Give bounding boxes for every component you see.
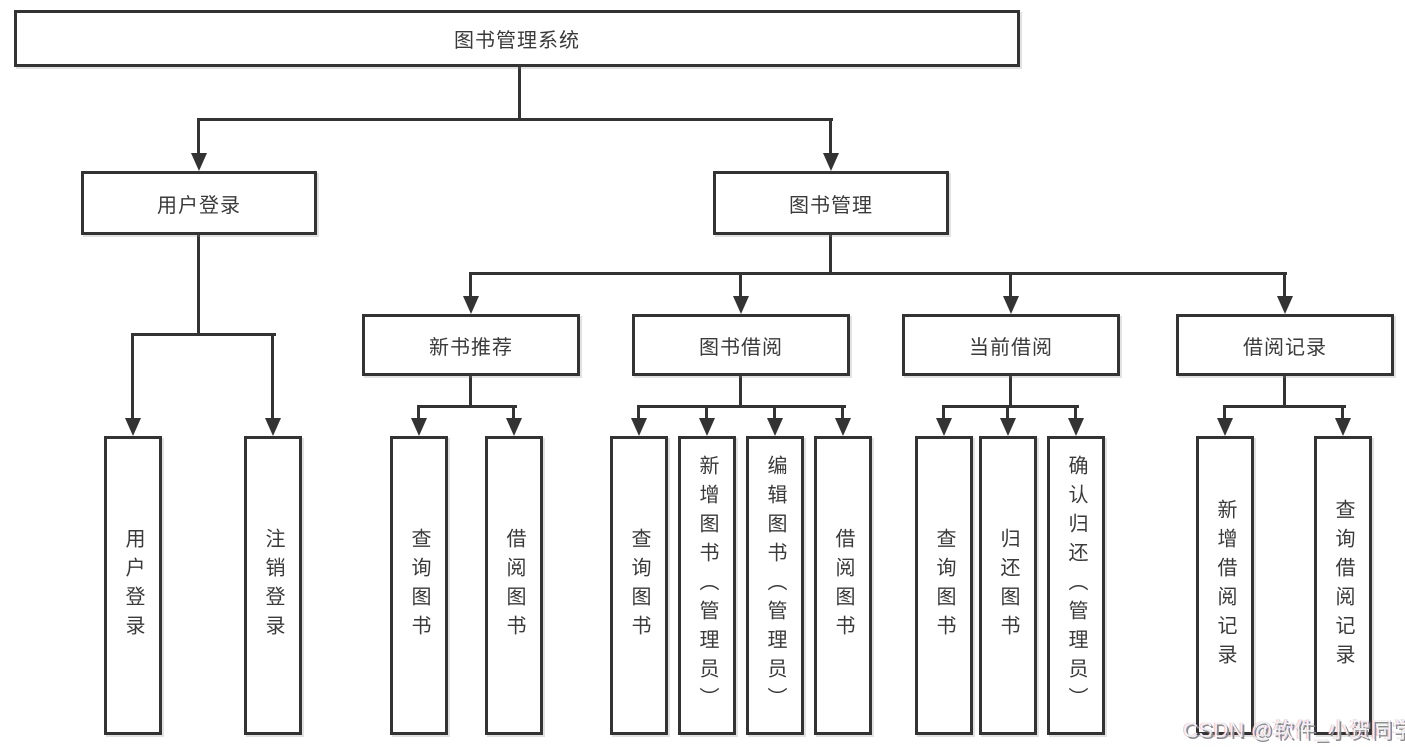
connector-line bbox=[197, 235, 200, 336]
node-label: 新增图书（管理员） bbox=[696, 455, 718, 716]
node-borrow-records: 借阅记录 bbox=[1176, 314, 1394, 376]
node-book-borrow: 图书借阅 bbox=[632, 314, 850, 376]
arrow-down-icon bbox=[1068, 418, 1084, 436]
leaf-user-login: 用户登录 bbox=[104, 436, 162, 735]
node-label: 新增借阅记录 bbox=[1214, 498, 1236, 673]
node-library-management-system: 图书管理系统 bbox=[14, 10, 1020, 67]
connector-line bbox=[271, 333, 274, 418]
node-label: 查询图书 bbox=[628, 527, 650, 644]
leaf-borrow-books-recommend: 借阅图书 bbox=[485, 436, 543, 735]
leaf-logout: 注销登录 bbox=[244, 436, 302, 735]
arrow-down-icon bbox=[125, 418, 141, 436]
connector-line bbox=[197, 118, 833, 121]
connector-line bbox=[739, 376, 742, 408]
connector-line bbox=[1074, 405, 1077, 418]
node-label: 图书管理 bbox=[789, 194, 873, 217]
node-label: 归还图书 bbox=[997, 527, 1019, 644]
node-label: 用户登录 bbox=[122, 527, 144, 644]
connector-line bbox=[942, 405, 945, 418]
node-current-borrow: 当前借阅 bbox=[902, 314, 1120, 376]
arrow-down-icon bbox=[835, 418, 851, 436]
connector-line bbox=[197, 118, 200, 153]
arrow-down-icon bbox=[823, 153, 839, 171]
connector-line bbox=[637, 405, 640, 418]
node-label: 图书借阅 bbox=[699, 336, 783, 359]
node-label: 借阅图书 bbox=[832, 527, 854, 644]
node-label: 借阅记录 bbox=[1243, 336, 1327, 359]
connector-line bbox=[518, 67, 521, 121]
connector-line bbox=[1006, 405, 1009, 418]
leaf-add-book-admin: 新增图书（管理员） bbox=[678, 436, 736, 735]
leaf-query-books-current: 查询图书 bbox=[915, 436, 973, 735]
leaf-query-borrow-record: 查询借阅记录 bbox=[1314, 436, 1372, 735]
node-label: 当前借阅 bbox=[969, 336, 1053, 359]
connector-line bbox=[1283, 376, 1286, 408]
leaf-borrow-books: 借阅图书 bbox=[814, 436, 872, 735]
arrow-down-icon bbox=[463, 296, 479, 314]
leaf-edit-book-admin: 编辑图书（管理员） bbox=[746, 436, 804, 735]
arrow-down-icon bbox=[411, 418, 427, 436]
node-label: 用户登录 bbox=[157, 194, 241, 217]
leaf-confirm-return-admin: 确认归还（管理员） bbox=[1047, 436, 1105, 735]
leaf-query-books-borrow: 查询图书 bbox=[610, 436, 668, 735]
connector-line bbox=[637, 405, 846, 408]
connector-line bbox=[829, 118, 832, 153]
arrow-down-icon bbox=[265, 418, 281, 436]
node-label: 查询借阅记录 bbox=[1332, 498, 1354, 673]
connector-line bbox=[705, 405, 708, 418]
connector-line bbox=[469, 376, 472, 408]
leaf-return-books: 归还图书 bbox=[979, 436, 1037, 735]
connector-line bbox=[417, 405, 517, 408]
arrow-down-icon bbox=[631, 418, 647, 436]
node-book-management: 图书管理 bbox=[713, 171, 949, 235]
leaf-query-books-recommend: 查询图书 bbox=[390, 436, 448, 735]
connector-line bbox=[1009, 376, 1012, 408]
arrow-down-icon bbox=[191, 153, 207, 171]
arrow-down-icon bbox=[1003, 296, 1019, 314]
node-label: 确认归还（管理员） bbox=[1065, 455, 1087, 716]
node-label: 注销登录 bbox=[262, 527, 284, 644]
connector-line bbox=[841, 405, 844, 418]
connector-line bbox=[131, 333, 276, 336]
arrow-down-icon bbox=[936, 418, 952, 436]
connector-line bbox=[739, 272, 742, 296]
connector-line bbox=[773, 405, 776, 418]
arrow-down-icon bbox=[733, 296, 749, 314]
node-label: 查询图书 bbox=[933, 527, 955, 644]
arrow-down-icon bbox=[1217, 418, 1233, 436]
node-label: 编辑图书（管理员） bbox=[764, 455, 786, 716]
connector-line bbox=[1009, 272, 1012, 296]
connector-line bbox=[942, 405, 1079, 408]
connector-line bbox=[417, 405, 420, 418]
csdn-watermark: CSDN @软件_小贺同学 bbox=[1183, 719, 1405, 742]
arrow-down-icon bbox=[1335, 418, 1351, 436]
connector-line bbox=[829, 235, 832, 275]
connector-line bbox=[469, 272, 1287, 275]
node-label: 借阅图书 bbox=[503, 527, 525, 644]
connector-line bbox=[512, 405, 515, 418]
arrow-down-icon bbox=[1000, 418, 1016, 436]
node-label: 图书管理系统 bbox=[454, 30, 580, 52]
connector-line bbox=[469, 272, 472, 296]
node-user-login: 用户登录 bbox=[81, 171, 317, 235]
node-label: 新书推荐 bbox=[429, 336, 513, 359]
arrow-down-icon bbox=[506, 418, 522, 436]
connector-line bbox=[1341, 405, 1344, 418]
leaf-add-borrow-record: 新增借阅记录 bbox=[1196, 436, 1254, 735]
arrow-down-icon bbox=[767, 418, 783, 436]
node-new-book-recommend: 新书推荐 bbox=[362, 314, 580, 376]
arrow-down-icon bbox=[1277, 296, 1293, 314]
connector-line bbox=[1283, 272, 1286, 296]
connector-line bbox=[1223, 405, 1346, 408]
connector-line bbox=[131, 333, 134, 418]
connector-line bbox=[1223, 405, 1226, 418]
node-label: 查询图书 bbox=[408, 527, 430, 644]
arrow-down-icon bbox=[699, 418, 715, 436]
